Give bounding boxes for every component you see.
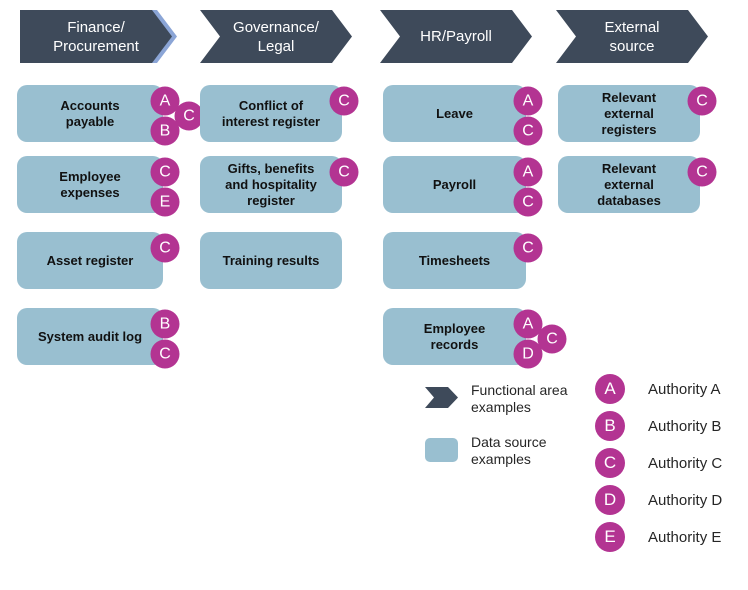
data-source-label: Payroll: [432, 176, 477, 192]
authority-badge: C: [687, 157, 717, 187]
box-swatch-icon: [425, 438, 458, 462]
data-source-box: Timesheets C: [383, 232, 543, 289]
authority-label: Authority E: [648, 528, 722, 546]
data-source-label: Employee expenses: [59, 168, 121, 200]
data-source-label: System audit log: [37, 328, 143, 344]
data-source-box: Training results: [200, 232, 342, 289]
functional-area-header: External source: [556, 10, 708, 63]
authority-badge: E: [150, 187, 180, 217]
data-source-label: Employee records: [423, 320, 486, 352]
authority-label: Authority C: [648, 454, 723, 472]
functional-area-header: HR/Payroll: [380, 10, 532, 63]
data-source-label: Relevant external databases: [597, 160, 661, 208]
authority-legend-item: E Authority E: [595, 522, 721, 552]
data-source-label: Training results: [222, 252, 320, 268]
functional-area-label: Finance/ Procurement: [53, 18, 139, 55]
authority-badge-icon: B: [595, 411, 625, 441]
authority-label: Authority D: [648, 491, 723, 509]
functional-area-label: Governance/ Legal: [233, 18, 319, 55]
functional-area-label: HR/Payroll: [420, 28, 492, 45]
authority-badge: C: [329, 157, 359, 187]
authority-badge: C: [150, 233, 180, 263]
data-source-label: Leave: [436, 105, 473, 121]
functional-area-header: Finance/ Procurement: [20, 10, 172, 63]
functional-area-header: Governance/ Legal: [200, 10, 352, 63]
data-source-box: Gifts, benefits and hospitality register…: [200, 156, 359, 213]
authority-legend-item: C Authority C: [595, 448, 722, 478]
chevron-icon: [425, 387, 458, 408]
authority-legend-item: B Authority B: [595, 411, 721, 441]
authority-badge-icon: E: [595, 522, 625, 552]
authority-badge: C: [513, 116, 543, 146]
authority-badge: C: [687, 86, 717, 116]
legend-functional-label: Functional area examples: [471, 382, 568, 415]
authority-badge: C: [150, 339, 180, 369]
authority-badge: C: [174, 101, 204, 131]
authority-badge-icon: A: [595, 374, 625, 404]
authority-legend-item: D Authority D: [595, 485, 722, 515]
data-source-label: Conflict of interest register: [221, 97, 321, 129]
functional-area-label: External source: [604, 18, 660, 55]
data-source-box: Conflict of interest register C: [200, 85, 359, 142]
data-source-label: Timesheets: [418, 252, 491, 268]
authority-badge: A: [513, 157, 543, 187]
authority-label: Authority B: [648, 417, 722, 435]
data-source-label: Relevant external registers: [601, 89, 657, 137]
legend-data-source-label: Data source examples: [471, 434, 547, 467]
authority-badge: A: [513, 86, 543, 116]
authority-badge: C: [513, 233, 543, 263]
legend-functional-area: Functional area examples: [425, 382, 568, 416]
authority-badge: C: [537, 324, 567, 354]
data-source-label: Accounts payable: [60, 97, 120, 129]
data-source-box: Relevant external databases C: [558, 156, 717, 213]
authority-badge: C: [329, 86, 359, 116]
authority-badge: B: [150, 309, 180, 339]
data-source-box: Relevant external registers C: [558, 85, 717, 142]
authority-badge-icon: C: [595, 448, 625, 478]
data-source-label: Gifts, benefits and hospitality register: [225, 160, 317, 208]
authority-badge-icon: D: [595, 485, 625, 515]
authority-badge: C: [513, 187, 543, 217]
authority-legend-item: A Authority A: [595, 374, 721, 404]
data-source-label: Asset register: [46, 252, 134, 268]
authority-label: Authority A: [648, 380, 721, 398]
legend-data-source: Data source examples: [425, 434, 546, 468]
authority-badge: C: [150, 157, 180, 187]
data-source-box: Asset register C: [17, 232, 180, 289]
